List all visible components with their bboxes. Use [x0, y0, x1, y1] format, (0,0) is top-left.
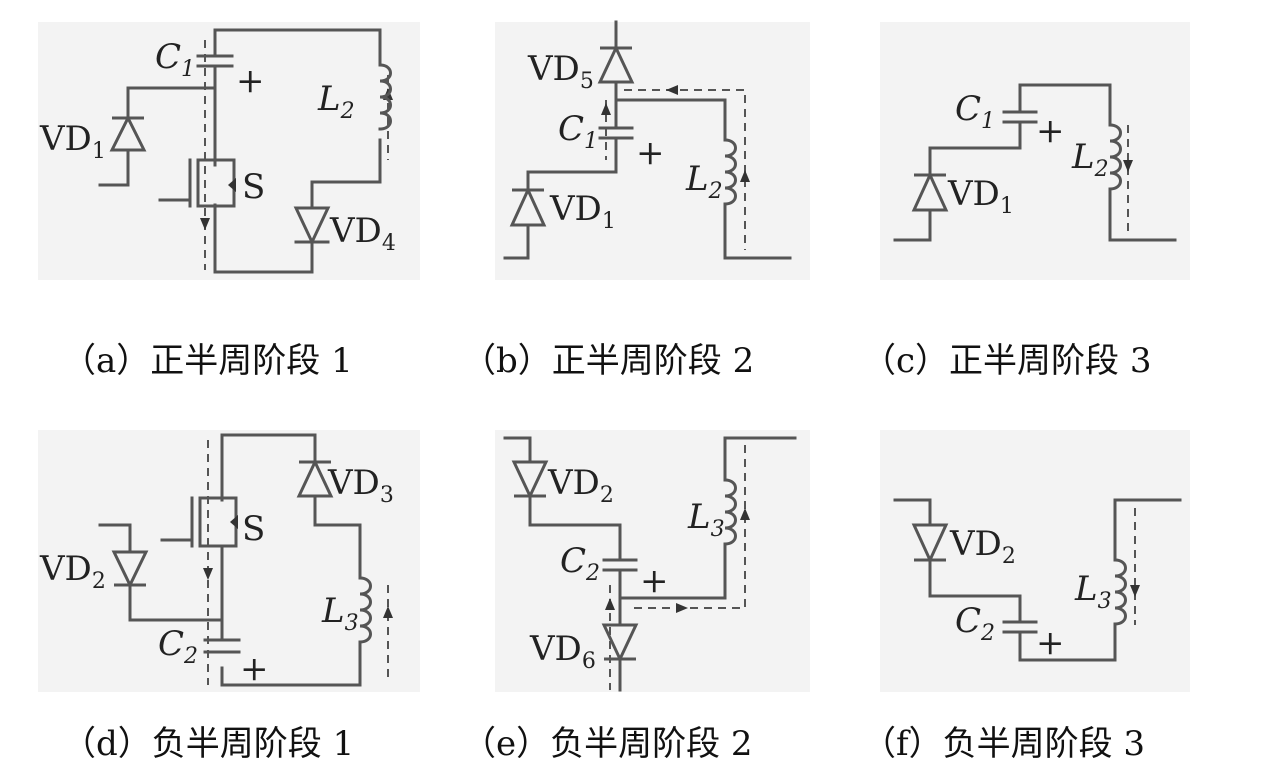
panel-a-label-s: S: [242, 167, 265, 207]
panel-c-label-c1: C1: [955, 89, 995, 134]
panel-b-label-l2: L2: [685, 159, 723, 204]
panel-f-label-c2: C2: [955, 601, 995, 646]
panel-b-label-vd5: VD5: [527, 49, 594, 94]
panel-d-circuit: [98, 433, 393, 687]
panel-d-label-c2: C2: [158, 624, 198, 669]
panel-f-circuit: [893, 498, 1182, 662]
panel-c-label-vd1: VD1: [947, 174, 1014, 219]
panel-e-bg: [495, 430, 810, 692]
panel-b-label-vd1: VD1: [549, 189, 616, 234]
panel-f-label-l3: L3: [1074, 569, 1112, 614]
panel-f-label-vd2: VD2: [949, 524, 1016, 569]
panel-b-bg: [495, 22, 810, 280]
panel-b-label-c1-plus: +: [636, 133, 665, 173]
panel-d-label-vd3: VD3: [327, 463, 394, 508]
panel-d-label-c2-plus: +: [240, 649, 269, 689]
panel-c-bg: [880, 22, 1190, 280]
panel-a-label-l2: L2: [317, 79, 355, 124]
caption-d: （d）负半周阶段 1: [62, 724, 354, 764]
panel-d-bg: [38, 430, 420, 692]
panel-d-label-vd2: VD2: [39, 549, 106, 594]
panel-e-label-l3: L3: [687, 497, 725, 542]
panel-e-label-c2: C2: [560, 541, 600, 586]
caption-a: （a）正半周阶段 1: [62, 341, 353, 381]
panel-e-label-vd2: VD2: [547, 463, 614, 508]
panel-d-label-l3: L3: [321, 591, 359, 636]
panel-b-circuit: [503, 20, 792, 260]
panel-d-label-s: S: [242, 509, 265, 549]
panel-c-label-c1-plus: +: [1036, 111, 1065, 151]
panel-a-label-c1-plus: +: [236, 61, 265, 101]
panel-c-label-l2: L2: [1071, 137, 1109, 182]
panel-c-circuit: [893, 83, 1177, 242]
caption-f: （f）负半周阶段 3: [862, 724, 1145, 764]
panel-a-label-vd1: VD1: [39, 119, 106, 164]
caption-e: （e）负半周阶段 2: [462, 724, 753, 764]
panel-b-label-c1: C1: [558, 109, 598, 154]
panel-a-label-vd4: VD4: [329, 211, 396, 256]
caption-b: （b）正半周阶段 2: [462, 341, 754, 381]
panel-f-label-c2-plus: +: [1036, 623, 1065, 663]
panel-e-circuit: [503, 436, 797, 692]
caption-c: （c）正半周阶段 3: [862, 341, 1151, 381]
panel-e-label-vd6: VD6: [529, 629, 596, 674]
panel-a-label-c1: C1: [155, 37, 195, 82]
panel-e-label-c2-plus: +: [640, 561, 669, 601]
